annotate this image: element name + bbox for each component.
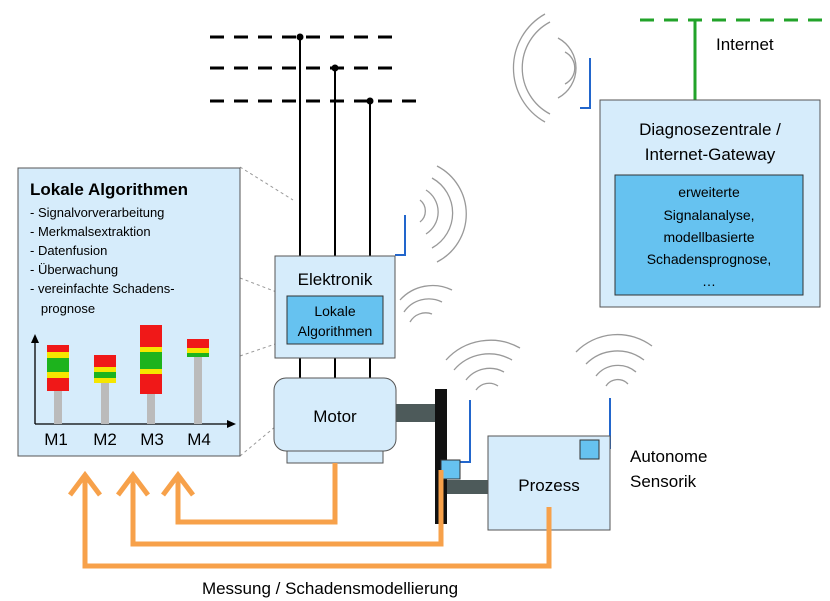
- gateway-inner-line: Signalanalyse,: [663, 207, 754, 223]
- local-algorithms-panel: Lokale Algorithmen - Signalvorverarbeitu…: [17, 167, 241, 457]
- diagnostics-gateway: Diagnosezentrale / Internet-Gateway erwe…: [599, 99, 821, 308]
- motor: Motor: [273, 377, 436, 464]
- gateway-antenna: [580, 58, 591, 109]
- autonomous-sensor-label: Autonome: [630, 447, 708, 466]
- motor-label-m4: M4: [187, 430, 211, 449]
- electronics-unit: Elektronik Lokale Algorithmen: [274, 255, 396, 359]
- algorithm-item: - Merkmalsextraktion: [30, 224, 151, 239]
- shaft-sensor: [440, 459, 461, 480]
- gateway-inner-line: Schadensprognose,: [647, 251, 772, 267]
- bottom-caption: Messung / Schadensmodellierung: [202, 579, 458, 598]
- algorithm-item: - Datenfusion: [30, 243, 107, 258]
- y-axis-arrow: [31, 334, 39, 343]
- algorithm-item: - Überwachung: [30, 262, 118, 277]
- antenna-wires: [395, 58, 611, 463]
- internet-label: Internet: [716, 35, 774, 54]
- electronics-title: Elektronik: [298, 270, 373, 289]
- gateway-title: Diagnosezentrale /: [639, 120, 781, 139]
- status-indicator-m3: [140, 325, 162, 424]
- arrow-head-icon: [161, 470, 195, 497]
- junction-dot: [366, 97, 374, 105]
- motor-shaft: [394, 404, 436, 422]
- callout-lines: [239, 166, 294, 457]
- wifi-icon: [445, 339, 521, 391]
- arrow-head-icon: [68, 470, 102, 497]
- status-indicator-m1: [47, 345, 69, 424]
- motor-label-m1: M1: [44, 430, 68, 449]
- x-axis-arrow: [227, 420, 236, 428]
- wifi-icon: [575, 333, 653, 387]
- motor-label-m2: M2: [93, 430, 117, 449]
- algorithm-item: - Signalvorverarbeitung: [30, 205, 164, 220]
- autonomous-sensor-label: Sensorik: [630, 472, 697, 491]
- gateway-inner-line: …: [702, 273, 716, 289]
- wifi-icon: [512, 13, 577, 123]
- local-algorithms-title: Lokale Algorithmen: [30, 180, 188, 199]
- electronics-inner-box: [286, 295, 384, 345]
- gateway-inner-box: [614, 174, 804, 296]
- motor-label: Motor: [313, 407, 357, 426]
- motor-base: [286, 450, 384, 464]
- wifi-icon: [399, 284, 453, 323]
- wifi-icon: [419, 165, 467, 263]
- status-indicator-m4: [187, 339, 209, 424]
- process-shaft: [447, 480, 489, 494]
- gateway-inner-line: erweiterte: [678, 184, 740, 200]
- coupling-bar: [435, 389, 447, 524]
- motor-label-m3: M3: [140, 430, 164, 449]
- shaft-feedback-path: [130, 470, 444, 547]
- algorithm-item: - vereinfachte Schadens-: [30, 281, 175, 296]
- algorithm-item: prognose: [30, 301, 95, 316]
- sensor-antenna: [460, 400, 471, 463]
- motor-feedback-path: [175, 463, 338, 525]
- electronics-inner-line: Algorithmen: [298, 323, 373, 339]
- status-indicator-m2: [94, 355, 116, 424]
- process-label: Prozess: [518, 476, 579, 495]
- arrow-head-icon: [116, 470, 150, 497]
- junction-dot: [331, 64, 339, 72]
- gateway-title: Internet-Gateway: [645, 145, 776, 164]
- electronics-antenna: [395, 215, 406, 256]
- electronics-inner-line: Lokale: [314, 303, 355, 319]
- internet-connection: Internet: [640, 18, 830, 100]
- measurement-feedback-paths: [68, 463, 552, 569]
- wireless-signals: [399, 13, 653, 391]
- junction-dot: [296, 33, 304, 41]
- process-sensor: [579, 439, 600, 460]
- gateway-inner-line: modellbasierte: [663, 229, 754, 245]
- process-feedback-path: [82, 478, 552, 569]
